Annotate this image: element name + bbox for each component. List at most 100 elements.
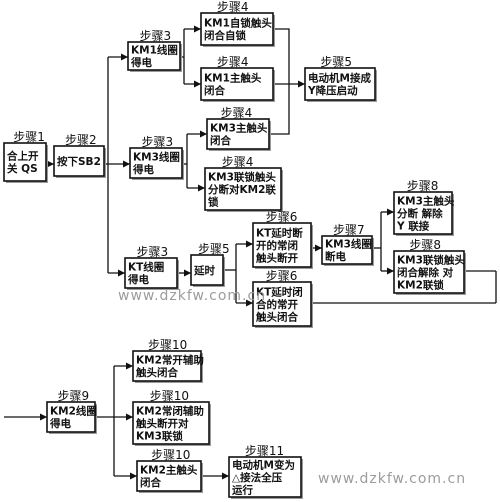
node-text-line: 闭合 bbox=[210, 134, 231, 147]
step-label: 步骤4 bbox=[222, 155, 254, 169]
node-text-line: KM3联锁触头 bbox=[397, 253, 465, 266]
node-box bbox=[53, 145, 105, 177]
node-text-line: 合上开 bbox=[6, 150, 39, 163]
node-text-line: △接法全压 bbox=[232, 471, 283, 484]
step-label: 步骤2 bbox=[65, 133, 97, 147]
node-text-line: 得电 bbox=[132, 163, 154, 176]
node-box bbox=[3, 142, 47, 182]
node-text-line: KT线圈 bbox=[128, 261, 164, 274]
step-label: 步骤3 bbox=[139, 29, 171, 43]
node-text-line: KM1自锁触头 bbox=[204, 17, 272, 30]
node-text-line: KM3主触头 bbox=[210, 122, 268, 135]
arrow-head bbox=[315, 244, 322, 252]
node-text-line: 闭合 bbox=[140, 476, 161, 489]
arrow-head bbox=[118, 269, 125, 277]
node-box bbox=[321, 235, 373, 265]
node-text-line: 合的常开 bbox=[255, 298, 298, 311]
arrow-head bbox=[126, 362, 133, 370]
watermark-text: www.dzkfw.com.cn bbox=[118, 288, 266, 304]
node-text-line: Y 联接 bbox=[396, 219, 430, 232]
node-box bbox=[206, 118, 270, 150]
step-label: 步骤3 bbox=[141, 135, 173, 149]
node-text-line: 得电 bbox=[49, 417, 71, 430]
node-text-line: 分断对KM2联 bbox=[208, 183, 276, 196]
arrow-head bbox=[184, 269, 191, 277]
node-text-line: 关 QS bbox=[7, 162, 38, 175]
node-box bbox=[200, 67, 274, 101]
node-text-line: 延时 bbox=[193, 264, 215, 277]
arrow-head bbox=[387, 208, 394, 216]
node-text-line: 触头闭合 bbox=[135, 366, 178, 379]
flow-step-node: 步骤5 延时 bbox=[190, 242, 230, 287]
step-label: 步骤3 bbox=[136, 245, 168, 259]
node-text-line: 闭合 bbox=[204, 84, 225, 97]
node-box bbox=[252, 281, 312, 327]
node-text-line: 电动机M接成 bbox=[308, 72, 371, 85]
step-label: 步骤4 bbox=[221, 106, 253, 120]
step-label: 步骤10 bbox=[150, 389, 189, 403]
step-label: 步骤5 bbox=[198, 242, 230, 256]
node-text-line: 触头断开对 bbox=[135, 417, 189, 430]
node-box bbox=[127, 41, 181, 71]
node-text-line: 断电 bbox=[325, 250, 346, 263]
node-text-line: 开的常闭 bbox=[256, 239, 298, 252]
step-label: 步骤6 bbox=[266, 269, 298, 283]
node-text-line: KM3联锁 bbox=[136, 429, 183, 442]
step-label: 步骤8 bbox=[409, 238, 441, 252]
step-label: 步骤9 bbox=[58, 389, 90, 403]
connector-line bbox=[273, 28, 290, 84]
node-text-line: KT延时闭 bbox=[256, 285, 303, 298]
node-box bbox=[190, 254, 224, 286]
arrow-head bbox=[194, 80, 201, 88]
step-label: 步骤1 bbox=[13, 130, 45, 144]
node-box bbox=[228, 456, 302, 498]
arrow-head bbox=[47, 160, 54, 168]
node-text-line: 按下SB2 bbox=[57, 155, 101, 168]
step-label: 步骤5 bbox=[320, 55, 352, 69]
node-text-line: 分断 解除 bbox=[397, 207, 443, 220]
node-text-line: KM2线圈 bbox=[50, 405, 97, 418]
node-text-line: 闭合自锁 bbox=[204, 29, 246, 42]
node-text-line: KM3主触头 bbox=[397, 194, 455, 207]
node-text-line: KM2常开辅助 bbox=[136, 354, 204, 367]
node-box bbox=[252, 222, 312, 268]
node-text-line: 运行 bbox=[232, 483, 253, 496]
watermark-text: www.dzkfw.com.cn bbox=[318, 471, 466, 487]
node-text-line: 得电 bbox=[127, 273, 149, 286]
node-box bbox=[124, 257, 178, 289]
node-text-line: 电动机M变为 bbox=[232, 458, 295, 471]
connector-line bbox=[269, 84, 290, 135]
step-label: 步骤4 bbox=[217, 0, 249, 14]
node-text-line: KT延时断 bbox=[256, 226, 303, 239]
arrow-head bbox=[246, 240, 253, 248]
step-label: 步骤11 bbox=[245, 444, 284, 458]
arrow-head bbox=[123, 160, 130, 168]
arrow-head bbox=[121, 53, 128, 61]
node-text-line: KM2联锁 bbox=[397, 278, 444, 291]
step-label: 步骤6 bbox=[266, 210, 298, 224]
arrow-head bbox=[130, 472, 137, 480]
node-text-line: 锁 bbox=[208, 195, 219, 208]
node-box bbox=[136, 460, 202, 492]
arrow-head bbox=[298, 80, 305, 88]
node-text-line: 得电 bbox=[130, 56, 152, 69]
step-label: 步骤7 bbox=[333, 223, 365, 237]
node-text-line: KM3联锁触头 bbox=[208, 170, 276, 183]
node-box bbox=[132, 350, 202, 382]
